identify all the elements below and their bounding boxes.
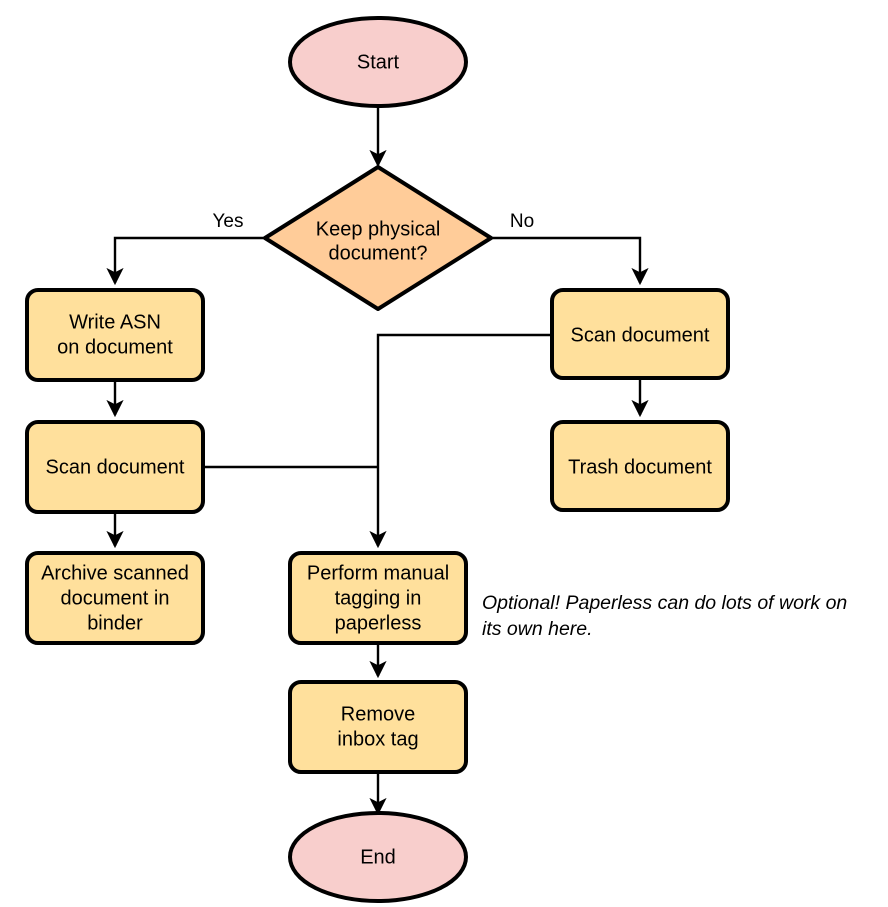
optional-note-line2: its own here. (482, 618, 593, 640)
node-trash-document-shape (550, 420, 730, 512)
node-scan-document-right-label: Scan document (571, 324, 710, 346)
node-archive-label-line1: Archive scanned (41, 562, 189, 584)
node-remove-inbox-tag[interactable]: Remove inbox tag (288, 680, 468, 774)
node-write-asn-label-line1: Write ASN (69, 311, 161, 333)
node-perform-manual-tagging[interactable]: Perform manual tagging in paperless (288, 551, 468, 645)
node-scan-document-right-shape (550, 288, 730, 380)
node-start-label: Start (357, 51, 400, 73)
node-tagging-label-line3: paperless (335, 612, 422, 634)
edge-label-yes: Yes (213, 211, 244, 232)
edge-decision-no-to-scan-right (491, 236, 649, 286)
node-remove-inbox-label-line1: Remove (341, 703, 415, 725)
edge-label-no: No (510, 211, 534, 232)
node-write-asn-shape (25, 288, 205, 382)
node-scan-document-left-label: Scan document (46, 456, 185, 478)
node-decision-keep-physical-document[interactable]: Keep physical document? (263, 165, 493, 311)
optional-note-line1: Optional! Paperless can do lots of work … (482, 592, 847, 614)
node-trash-document-label: Trash document (568, 456, 712, 478)
node-tagging-label-line1: Perform manual (307, 562, 449, 584)
node-decision-shape (263, 165, 493, 311)
node-start[interactable]: Start (288, 16, 468, 108)
node-scan-document-left[interactable]: Scan document (25, 420, 205, 514)
node-remove-inbox-label-line2: inbox tag (337, 728, 418, 750)
edge-scan-right-to-tagging (369, 333, 552, 549)
node-tagging-label-line2: tagging in (335, 587, 422, 609)
node-scan-document-right[interactable]: Scan document (550, 288, 730, 380)
node-archive-in-binder-shape (25, 551, 205, 645)
node-remove-inbox-tag-shape (288, 680, 468, 774)
node-perform-manual-tagging-shape (288, 551, 468, 645)
node-decision-label-line2: document? (329, 242, 428, 264)
node-trash-document[interactable]: Trash document (550, 420, 730, 512)
node-start-shape (288, 16, 468, 108)
node-archive-in-binder[interactable]: Archive scanned document in binder (25, 551, 205, 645)
edge-decision-yes-to-write-asn (106, 236, 265, 286)
node-write-asn[interactable]: Write ASN on document (25, 288, 205, 382)
node-end-label: End (360, 846, 396, 868)
node-end-shape (288, 811, 468, 903)
node-archive-label-line3: binder (87, 612, 143, 634)
node-write-asn-label-line2: on document (57, 336, 173, 358)
node-decision-label-line1: Keep physical (316, 218, 441, 240)
node-end[interactable]: End (288, 811, 468, 903)
node-archive-label-line2: document in (61, 587, 170, 609)
node-scan-document-left-shape (25, 420, 205, 514)
